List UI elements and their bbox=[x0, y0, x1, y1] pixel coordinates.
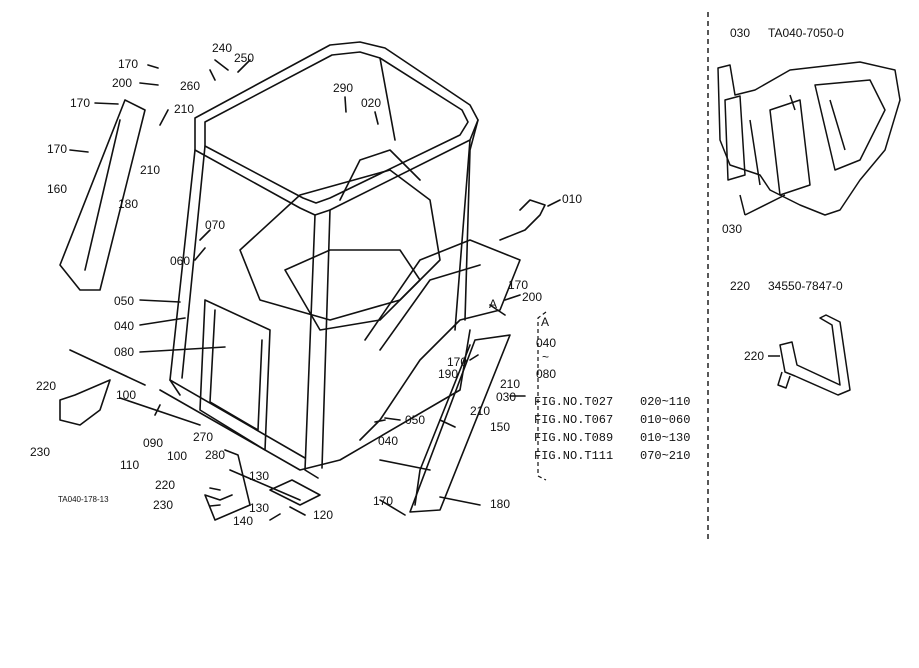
callout-020[interactable]: 020 bbox=[361, 96, 381, 110]
bracket-label-top: 040 bbox=[536, 336, 556, 350]
callout-030[interactable]: 030 bbox=[496, 390, 516, 404]
fig-ref-range: 070~210 bbox=[640, 449, 690, 463]
callout-250[interactable]: 250 bbox=[234, 51, 254, 65]
cab-frame-drawing bbox=[59, 41, 561, 521]
callout-290[interactable]: 290 bbox=[333, 81, 353, 95]
callout-190[interactable]: 190 bbox=[438, 367, 458, 381]
callout-240[interactable]: 240 bbox=[212, 41, 232, 55]
callout-140[interactable]: 140 bbox=[233, 514, 253, 528]
callout-A[interactable]: A bbox=[489, 297, 497, 311]
callout-090[interactable]: 090 bbox=[143, 436, 163, 450]
part-220-drawing bbox=[768, 314, 851, 396]
callout-180[interactable]: 180 bbox=[490, 497, 510, 511]
callout-170[interactable]: 170 bbox=[373, 494, 393, 508]
callout-220[interactable]: 220 bbox=[36, 379, 56, 393]
drawing-code: TA040-178-13 bbox=[58, 495, 109, 504]
callout-170[interactable]: 170 bbox=[118, 57, 138, 71]
callout-120[interactable]: 120 bbox=[313, 508, 333, 522]
sidebar-part1-num: 030 bbox=[730, 26, 750, 40]
callout-040[interactable]: 040 bbox=[378, 434, 398, 448]
callout-210[interactable]: 210 bbox=[470, 404, 490, 418]
callout-220[interactable]: 220 bbox=[155, 478, 175, 492]
callout-100[interactable]: 100 bbox=[116, 388, 136, 402]
callout-040[interactable]: 040 bbox=[114, 319, 134, 333]
callout-200[interactable]: 200 bbox=[522, 290, 542, 304]
callout-160[interactable]: 160 bbox=[47, 182, 67, 196]
callout-010[interactable]: 010 bbox=[562, 192, 582, 206]
bracket-label-bottom: 080 bbox=[536, 367, 556, 381]
callout-080[interactable]: 080 bbox=[114, 345, 134, 359]
callout-130[interactable]: 130 bbox=[249, 469, 269, 483]
callout-270[interactable]: 270 bbox=[193, 430, 213, 444]
callout-170[interactable]: 170 bbox=[70, 96, 90, 110]
fig-ref-fig[interactable]: FIG.NO.T027 bbox=[534, 395, 613, 409]
callout-060[interactable]: 060 bbox=[170, 254, 190, 268]
callout-100[interactable]: 100 bbox=[167, 449, 187, 463]
part-030-drawing bbox=[717, 61, 901, 216]
sidebar-part1-callout: 030 bbox=[722, 222, 742, 236]
callout-170[interactable]: 170 bbox=[508, 278, 528, 292]
sidebar-part2-callout: 220 bbox=[744, 349, 764, 363]
callout-050[interactable]: 050 bbox=[114, 294, 134, 308]
callout-150[interactable]: 150 bbox=[490, 420, 510, 434]
callout-210[interactable]: 210 bbox=[140, 163, 160, 177]
bracket-tilde: ~ bbox=[542, 350, 549, 364]
callout-130[interactable]: 130 bbox=[249, 501, 269, 515]
callout-280[interactable]: 280 bbox=[205, 448, 225, 462]
fig-ref-range: 020~110 bbox=[640, 395, 690, 409]
sidebar-part2-code: 34550-7847-0 bbox=[768, 279, 843, 293]
fig-ref-list: FIG.NO.T027 020~110 FIG.NO.T067 010~060 … bbox=[534, 395, 690, 463]
fig-ref-fig[interactable]: FIG.NO.T111 bbox=[534, 449, 613, 463]
callout-200[interactable]: 200 bbox=[112, 76, 132, 90]
fig-ref-range: 010~060 bbox=[640, 413, 690, 427]
callout-210[interactable]: 210 bbox=[500, 377, 520, 391]
fig-ref-range: 010~130 bbox=[640, 431, 690, 445]
callout-210[interactable]: 210 bbox=[174, 102, 194, 116]
callout-260[interactable]: 260 bbox=[180, 79, 200, 93]
bracket-label-a: A bbox=[541, 315, 549, 329]
callout-110[interactable]: 110 bbox=[120, 458, 139, 472]
callout-170[interactable]: 170 bbox=[447, 355, 467, 369]
fig-ref-fig[interactable]: FIG.NO.T067 bbox=[534, 413, 613, 427]
sidebar-part2-num: 220 bbox=[730, 279, 750, 293]
callout-070[interactable]: 070 bbox=[205, 218, 225, 232]
fig-ref-fig[interactable]: FIG.NO.T089 bbox=[534, 431, 613, 445]
sidebar-part1-code: TA040-7050-0 bbox=[768, 26, 844, 40]
callout-050[interactable]: 050 bbox=[405, 413, 425, 427]
callout-180[interactable]: 180 bbox=[118, 197, 138, 211]
callout-230[interactable]: 230 bbox=[30, 445, 50, 459]
callout-170[interactable]: 170 bbox=[47, 142, 67, 156]
callout-230[interactable]: 230 bbox=[153, 498, 173, 512]
